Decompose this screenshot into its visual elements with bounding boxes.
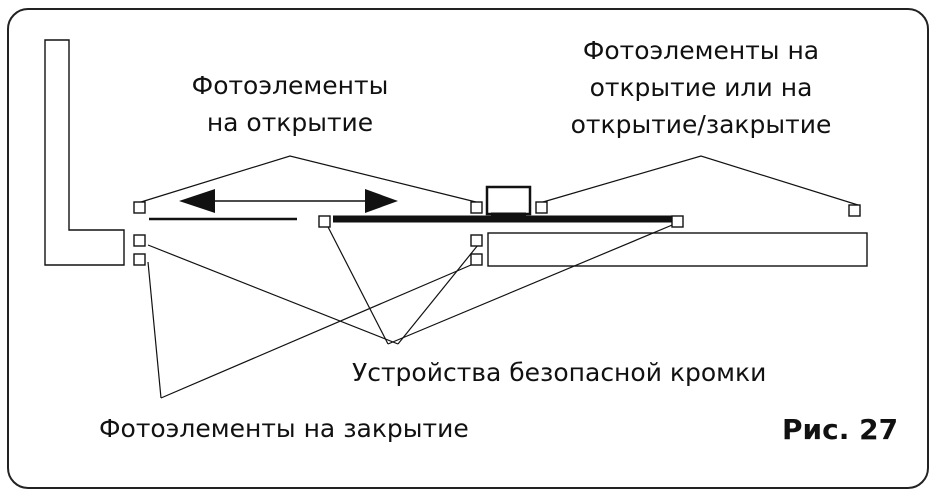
right-fixed-section	[487, 232, 868, 267]
leader-safety-edge-a	[325, 222, 389, 345]
sensor-photo-opening-left	[133, 201, 146, 214]
sensor-photo-closing-center-upper	[470, 234, 483, 247]
label-safety-edge: Устройства безопасной кромки	[352, 358, 766, 387]
leader-safety-edge-b	[387, 222, 678, 345]
label-photo-opening-or-closing-line3: открытие/закрытие	[571, 110, 832, 139]
leader-photo-closing-d	[147, 244, 399, 345]
sensor-photo-closing-left-lower	[133, 253, 146, 266]
leader-photo-closing-a	[147, 261, 162, 399]
label-photo-opening-line1: Фотоэлементы	[192, 71, 389, 100]
sensor-photo-opening-right-far	[848, 204, 861, 217]
sensor-photo-opening-center	[470, 201, 483, 214]
motion-arrow-right-head	[365, 189, 398, 213]
motor-box	[485, 185, 532, 216]
sensor-photo-closing-center-lower	[470, 253, 483, 266]
figure-label: Рис. 27	[782, 413, 898, 446]
leader-photo-opening-left	[140, 155, 477, 203]
diagram-frame	[7, 8, 929, 489]
sensor-photo-closing-left-upper	[133, 234, 146, 247]
motion-arrow-left-head	[179, 189, 215, 213]
label-photo-opening-or-closing-line2: открытие или на	[590, 73, 813, 102]
leader-photo-opening-or-closing	[542, 155, 859, 206]
label-photo-closing: Фотоэлементы на закрытие	[99, 414, 469, 443]
label-photo-opening-or-closing-line1: Фотоэлементы на	[583, 36, 819, 65]
leader-photo-closing-b	[160, 261, 479, 399]
leader-photo-closing-c	[397, 244, 479, 345]
safety-edge-left	[318, 215, 331, 228]
left-wall	[44, 39, 125, 266]
sensor-photo-opening-right-near	[535, 201, 548, 214]
safety-edge-right	[671, 215, 684, 228]
label-photo-opening-line2: на открытие	[207, 108, 373, 137]
